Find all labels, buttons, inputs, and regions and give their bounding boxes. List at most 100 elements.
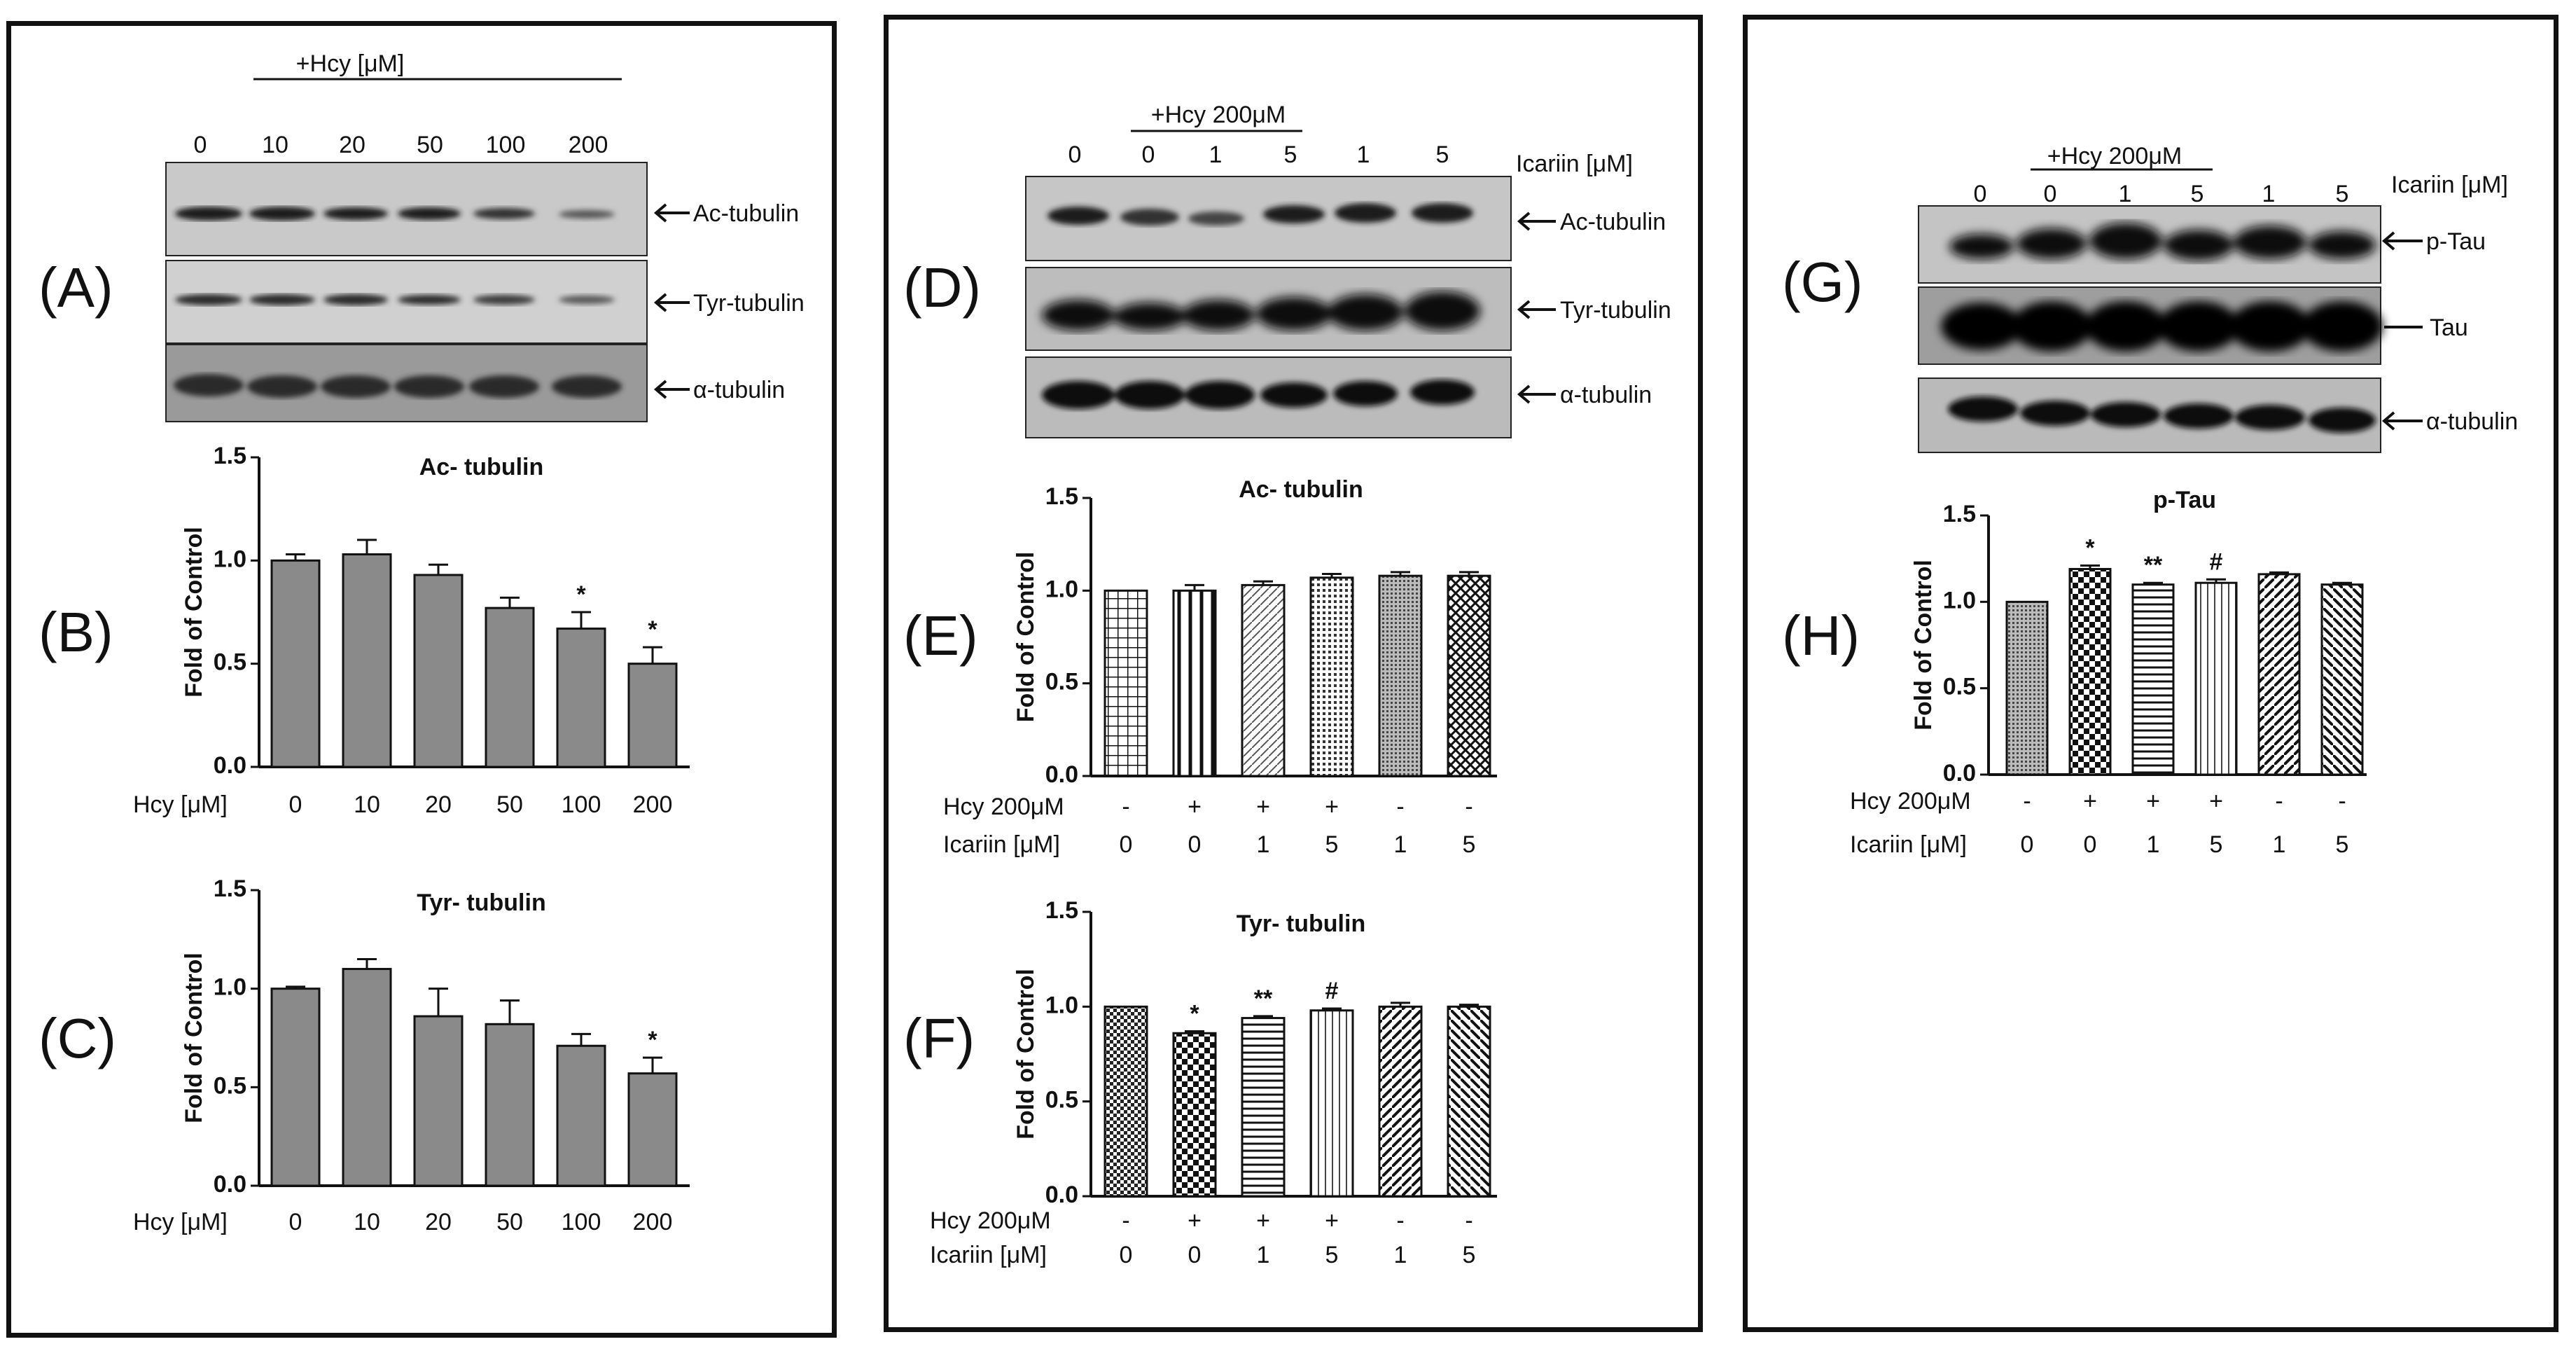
bar: [556, 1044, 606, 1187]
x-row-label: Icariin [μM]: [930, 1242, 1047, 1268]
band: [1260, 382, 1328, 408]
bar: [413, 1015, 464, 1187]
y-tick-label: 1.5: [1045, 897, 1078, 924]
blot-g-band-label: α-tubulin: [2426, 408, 2518, 435]
bar: [2068, 567, 2112, 776]
panel-letter-c: (C): [39, 1007, 116, 1069]
y-tick-label: 0.0: [214, 752, 246, 779]
x-tick-label: 1: [1394, 831, 1407, 858]
x-row-label: Hcy 200μM: [930, 1207, 1051, 1234]
band: [2020, 401, 2090, 426]
x-tick-label: 5: [1325, 831, 1339, 858]
x-tick-label: -: [1122, 794, 1129, 820]
band: [321, 375, 391, 398]
y-tick-label: 0.5: [1045, 1087, 1078, 1114]
blot-d-band-label: α-tubulin: [1560, 382, 1652, 408]
band: [2235, 405, 2305, 430]
band: [2309, 408, 2376, 433]
blot-a-strip-ac: [165, 162, 648, 256]
x-tick-label: 5: [1463, 831, 1476, 858]
x-row-label: Hcy [μM]: [133, 791, 228, 818]
band: [394, 375, 464, 398]
band: [1188, 212, 1244, 226]
y-tick-label: 0.0: [1943, 760, 1976, 787]
bar: [1309, 576, 1354, 777]
y-tick-label: 0.0: [1045, 761, 1078, 788]
bar: [270, 988, 321, 1187]
x-tick-label: 1: [1257, 831, 1270, 858]
chart-title: p-Tau: [2153, 487, 2216, 513]
x-tick-label: +: [2146, 788, 2160, 815]
band: [473, 295, 535, 305]
blot-g-group-label: +Hcy 200μM: [2047, 143, 2182, 169]
bar: [1309, 1009, 1354, 1198]
x-tick-label: 5: [2210, 831, 2223, 858]
band: [1412, 203, 1473, 223]
band: [323, 294, 388, 305]
bar: [413, 574, 464, 768]
panel-letter-g: (G): [1782, 251, 1863, 313]
band: [1047, 207, 1109, 225]
blot-a-lane-label: 10: [262, 132, 288, 158]
bar: [270, 559, 321, 768]
y-tick-label: 0.0: [1045, 1182, 1078, 1208]
y-tick-label: 1.5: [214, 443, 246, 469]
x-tick-label: 20: [425, 791, 452, 818]
bar: [485, 607, 535, 768]
y-tick-label: 0.0: [214, 1171, 246, 1198]
blot-a-band-label: Tyr-tubulin: [693, 290, 805, 317]
band: [398, 207, 461, 220]
blot-d-lane-label: 1: [1357, 141, 1370, 168]
x-tick-label: 5: [1463, 1242, 1476, 1268]
x-tick-label: +: [1325, 794, 1339, 820]
bar: [627, 1072, 678, 1187]
blot-d-lane-label: 0: [1068, 141, 1082, 168]
blot-d-lane-label: 5: [1284, 141, 1297, 168]
band: [552, 375, 622, 398]
bar: [1241, 583, 1286, 777]
x-tick-label: -: [2338, 788, 2346, 815]
x-tick-label: 0: [2021, 831, 2034, 858]
blot-d-lane-label: 5: [1436, 141, 1449, 168]
band: [175, 294, 242, 305]
blot-d-group-label: +Hcy 200μM: [1151, 102, 1286, 128]
x-row-label: Hcy [μM]: [133, 1209, 228, 1235]
blot-g-lane-label: 1: [2119, 181, 2132, 207]
bar: [2257, 573, 2301, 776]
x-tick-label: -: [1465, 1207, 1473, 1234]
band: [323, 207, 388, 220]
x-tick-label: +: [1188, 1207, 1202, 1234]
significance-mark: **: [1254, 985, 1273, 1012]
bar: [1447, 1005, 1491, 1198]
significance-mark: #: [2210, 548, 2223, 575]
bar: [342, 968, 392, 1187]
blot-d-band-label: Tyr-tubulin: [1560, 297, 1671, 324]
band: [1941, 303, 2022, 350]
y-tick-label: 1.0: [1045, 992, 1078, 1018]
bar: [556, 628, 606, 768]
band: [1948, 396, 2018, 422]
band: [2309, 231, 2376, 259]
y-axis-label: Fold of Control: [1910, 560, 1937, 730]
blot-a-lane-label: 100: [486, 132, 526, 158]
bar: [2131, 583, 2175, 776]
y-tick-label: 1.0: [214, 546, 246, 572]
band: [2164, 403, 2234, 429]
x-tick-label: 20: [425, 1209, 452, 1235]
x-tick-label: +: [1256, 794, 1270, 820]
band: [1949, 234, 2014, 259]
bar: [2194, 581, 2238, 776]
blot-d-band-label: Ac-tubulin: [1560, 209, 1666, 235]
band: [1256, 297, 1332, 331]
band: [1333, 381, 1398, 406]
blot-a-lane-label: 20: [339, 132, 365, 158]
blot-a-lane-label: 50: [417, 132, 443, 158]
x-tick-label: -: [2275, 788, 2283, 815]
x-tick-label: 1: [1394, 1242, 1407, 1268]
panel-letter-f: (F): [903, 1007, 975, 1069]
panel-letter-d: (D): [903, 256, 981, 319]
blot-g-lane-label: 5: [2191, 181, 2204, 207]
band: [249, 207, 315, 221]
